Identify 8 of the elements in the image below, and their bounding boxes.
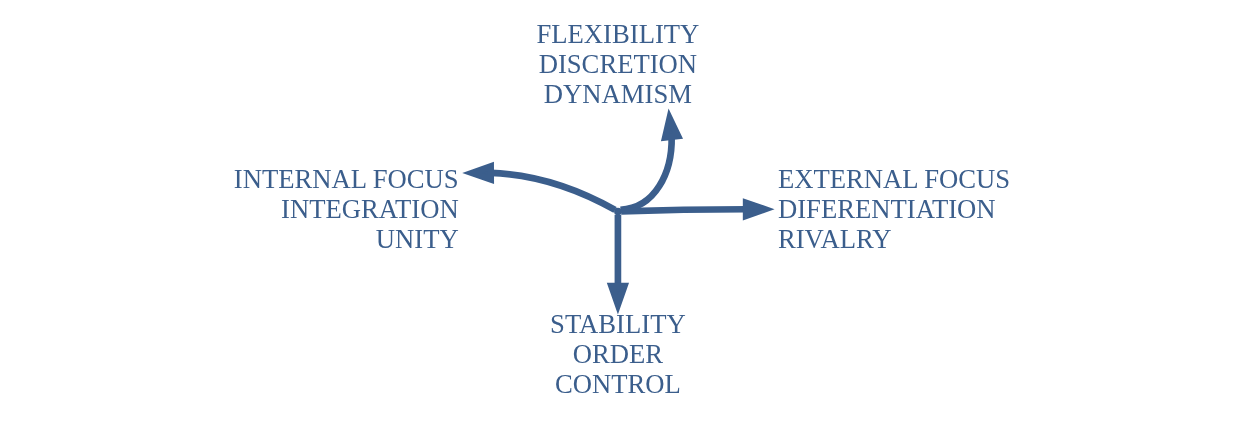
arrow	[619, 108, 684, 214]
arrow	[462, 161, 617, 213]
node-text: STABILITY ORDER CONTROL	[550, 308, 686, 399]
node-text: EXTERNAL FOCUS DIFERENTIATION RIVALRY	[777, 163, 1011, 254]
node-text: FLEXIBILITY DISCRETION DYNAMISM	[536, 18, 700, 109]
arrow	[606, 214, 630, 315]
node-point	[614, 207, 622, 216]
node-text: INTERNAL FOCUS INTEGRATION UNITY	[233, 163, 459, 254]
